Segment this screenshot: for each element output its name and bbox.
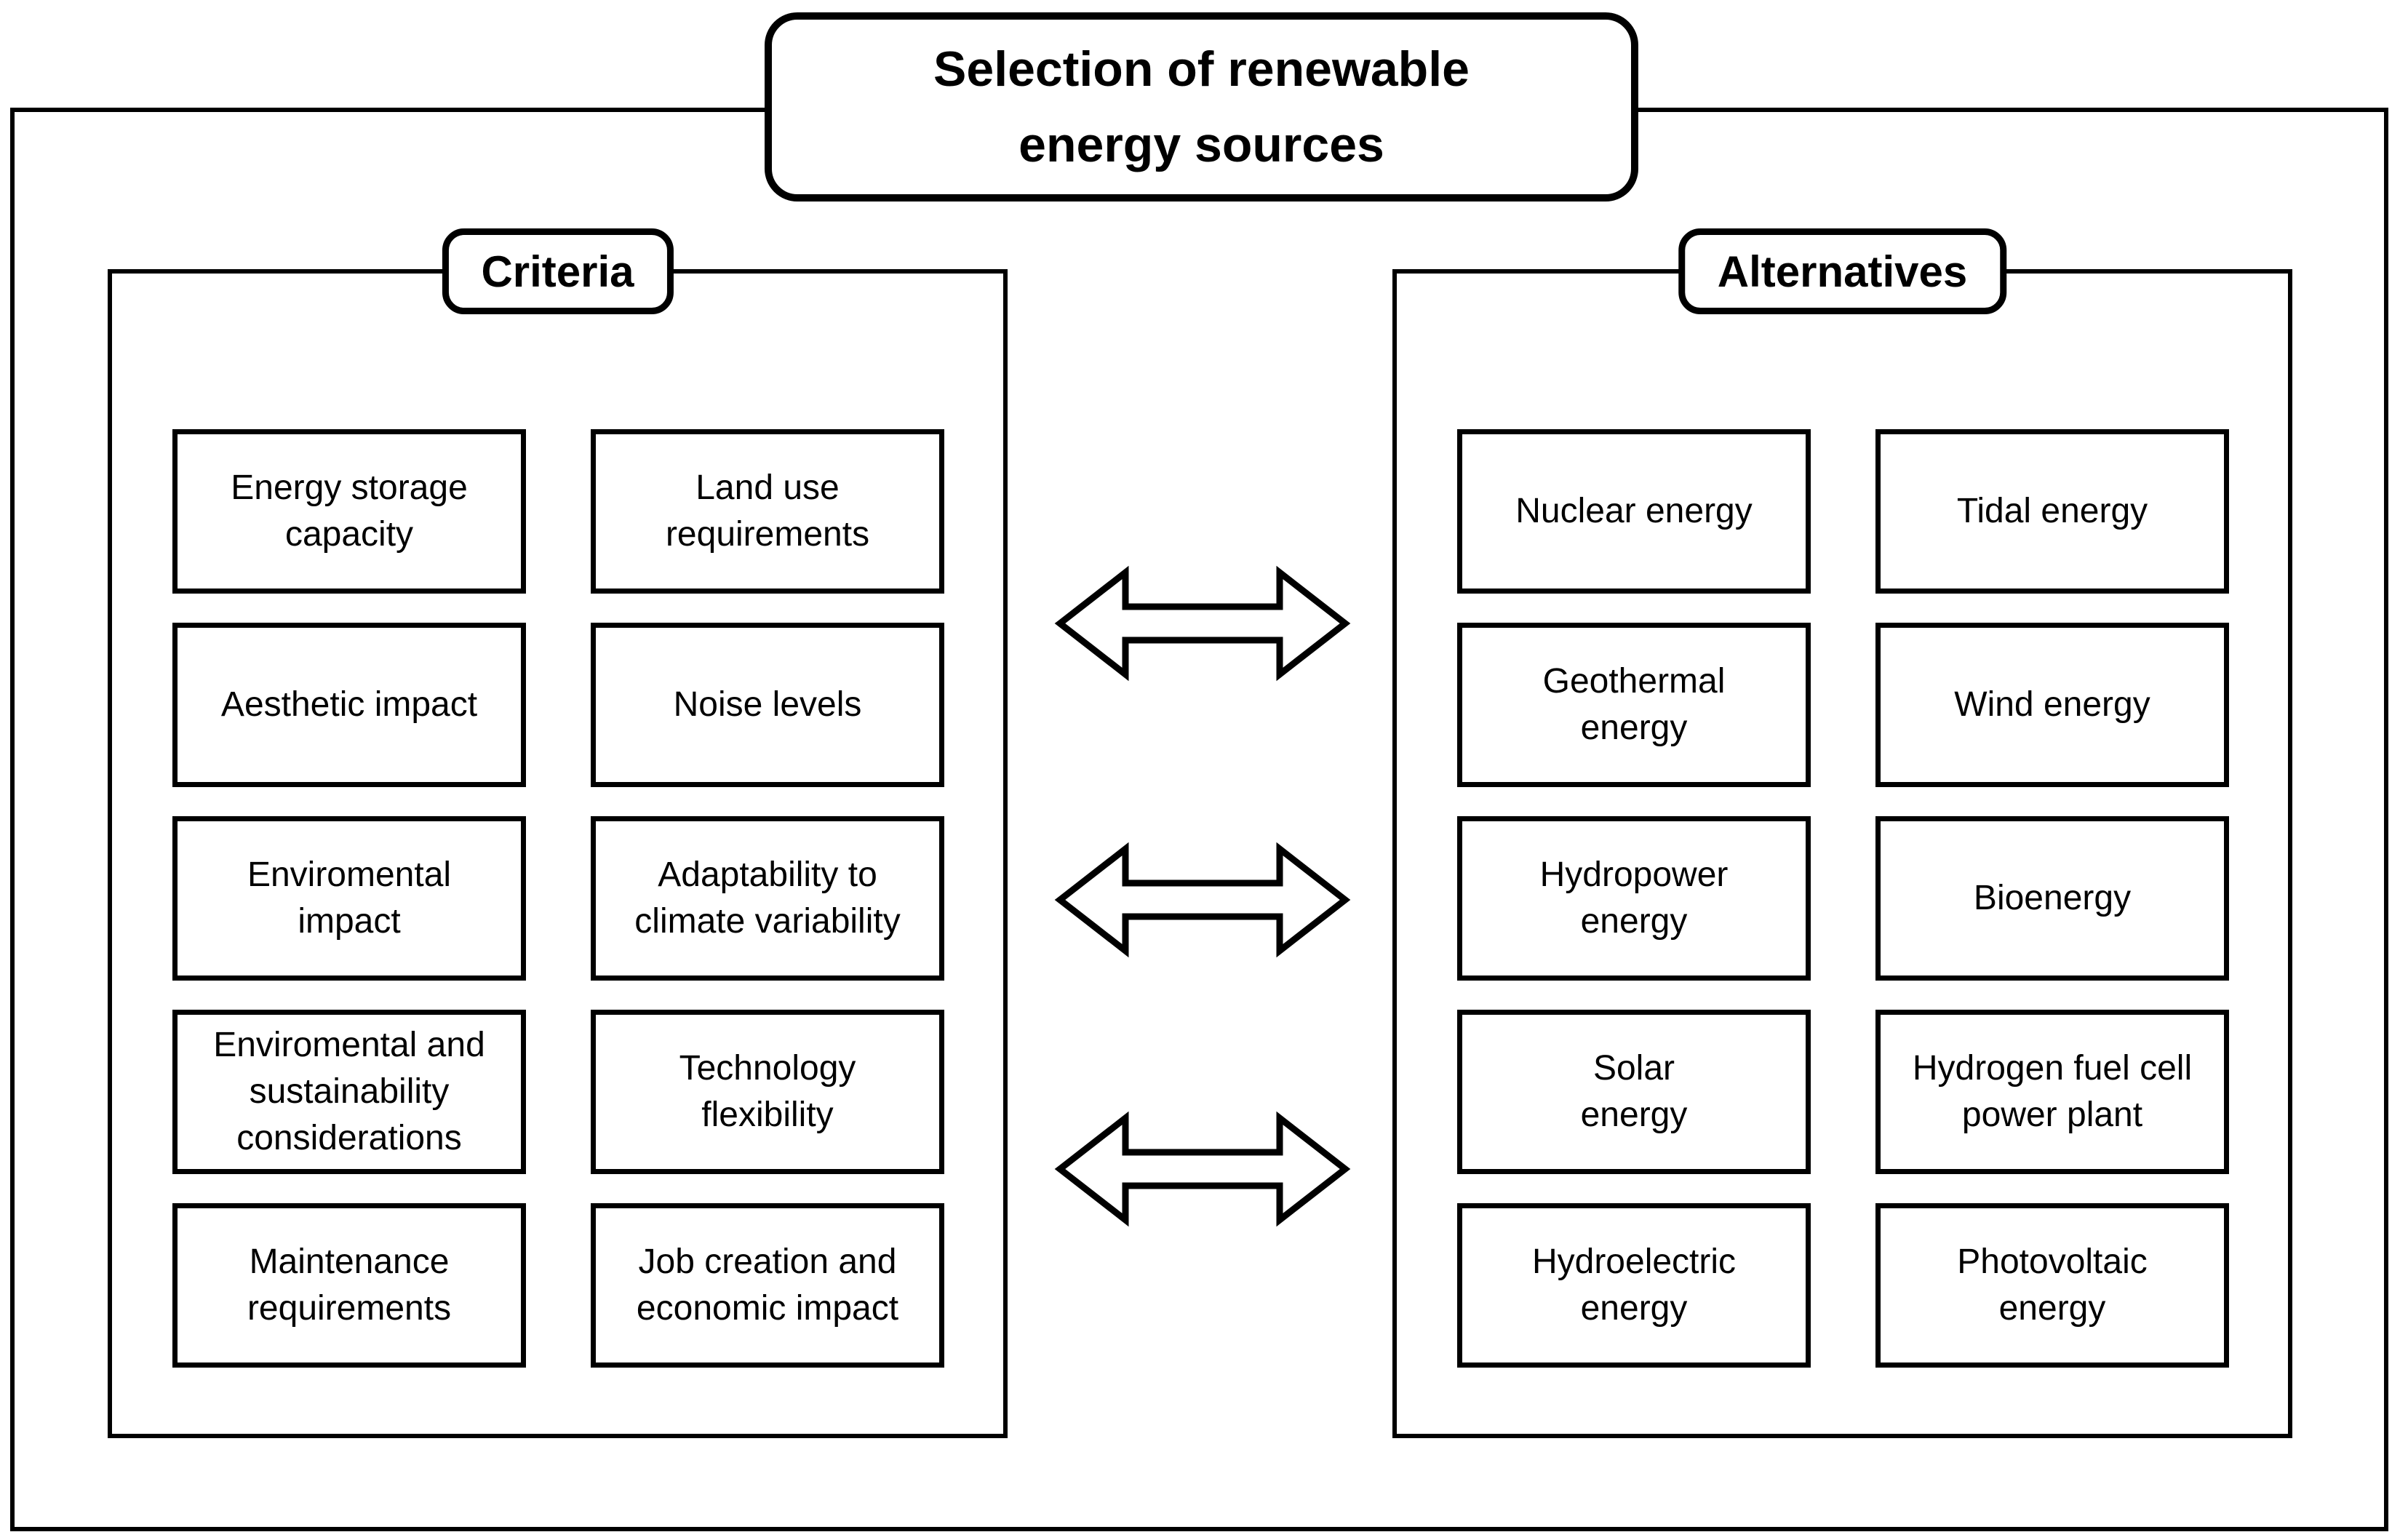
criteria-label-box: Criteria bbox=[442, 228, 674, 314]
criteria-item: Maintenance requirements bbox=[172, 1203, 526, 1368]
double-arrow-shape bbox=[1054, 565, 1351, 682]
criteria-item: Enviromental and sustainability consider… bbox=[172, 1010, 526, 1174]
alternatives-label-box: Alternatives bbox=[1678, 228, 2007, 314]
criteria-item: Aesthetic impact bbox=[172, 623, 526, 787]
criteria-item-label: Enviromental impact bbox=[247, 855, 452, 941]
alternative-item-label: Solar energy bbox=[1580, 1049, 1688, 1134]
alternative-item: Photovoltaic energy bbox=[1875, 1203, 2229, 1368]
alternative-item-label: Hydrogen fuel cell power plant bbox=[1912, 1049, 2193, 1134]
criteria-item: Job creation and economic impact bbox=[591, 1203, 944, 1368]
alternative-item: Bioenergy bbox=[1875, 816, 2229, 981]
double-arrow-icon bbox=[1054, 842, 1351, 958]
criteria-item-label: Noise levels bbox=[673, 685, 862, 724]
criteria-item-label: Maintenance requirements bbox=[247, 1242, 452, 1328]
alternative-item: Hydroelectric energy bbox=[1457, 1203, 1811, 1368]
diagram-title-box: Selection of renewable energy sources bbox=[765, 12, 1638, 202]
criteria-item-label: Aesthetic impact bbox=[220, 685, 478, 724]
alternative-item-label: Geothermal energy bbox=[1542, 662, 1726, 747]
alternative-item-label: Nuclear energy bbox=[1515, 492, 1753, 530]
alternative-item: Wind energy bbox=[1875, 623, 2229, 787]
alternative-item-label: Wind energy bbox=[1954, 685, 2150, 724]
alternative-item-label: Hydropower energy bbox=[1539, 855, 1729, 941]
criteria-item-label: Adaptability to climate variability bbox=[634, 855, 901, 941]
alternative-item-label: Photovoltaic energy bbox=[1957, 1242, 2148, 1328]
criteria-item: Energy storage capacity bbox=[172, 429, 526, 594]
alternative-item: Tidal energy bbox=[1875, 429, 2229, 594]
double-arrow-shape bbox=[1054, 842, 1351, 958]
criteria-item: Noise levels bbox=[591, 623, 944, 787]
alternative-item-label: Tidal energy bbox=[1956, 492, 2148, 530]
diagram-title: Selection of renewable energy sources bbox=[933, 41, 1470, 172]
alternative-item-label: Bioenergy bbox=[1973, 879, 2132, 917]
criteria-item: Enviromental impact bbox=[172, 816, 526, 981]
criteria-panel: Criteria Energy storage capacity Land us… bbox=[108, 228, 1008, 1438]
criteria-grid: Energy storage capacity Land use require… bbox=[112, 274, 1003, 1434]
double-arrow-shape bbox=[1054, 1111, 1351, 1227]
alternative-item: Nuclear energy bbox=[1457, 429, 1811, 594]
double-arrow-icon bbox=[1054, 1111, 1351, 1227]
alternatives-panel: Alternatives Nuclear energy Tidal energy… bbox=[1392, 228, 2292, 1438]
alternatives-grid: Nuclear energy Tidal energy Geothermal e… bbox=[1397, 274, 2288, 1434]
alternative-item: Hydropower energy bbox=[1457, 816, 1811, 981]
criteria-item-label: Energy storage capacity bbox=[231, 468, 468, 554]
double-arrow-icon bbox=[1054, 565, 1351, 682]
criteria-item-label: Land use requirements bbox=[665, 468, 870, 554]
alternative-item: Solar energy bbox=[1457, 1010, 1811, 1174]
criteria-item-label: Technology flexibility bbox=[679, 1049, 856, 1134]
criteria-item: Technology flexibility bbox=[591, 1010, 944, 1174]
alternative-item: Hydrogen fuel cell power plant bbox=[1875, 1010, 2229, 1174]
criteria-item-label: Job creation and economic impact bbox=[636, 1242, 899, 1328]
alternatives-label: Alternatives bbox=[1717, 247, 1968, 296]
alternative-item: Geothermal energy bbox=[1457, 623, 1811, 787]
criteria-item: Land use requirements bbox=[591, 429, 944, 594]
alternative-item-label: Hydroelectric energy bbox=[1531, 1242, 1737, 1328]
criteria-label: Criteria bbox=[481, 247, 634, 296]
criteria-item: Adaptability to climate variability bbox=[591, 816, 944, 981]
criteria-item-label: Enviromental and sustainability consider… bbox=[213, 1026, 485, 1157]
